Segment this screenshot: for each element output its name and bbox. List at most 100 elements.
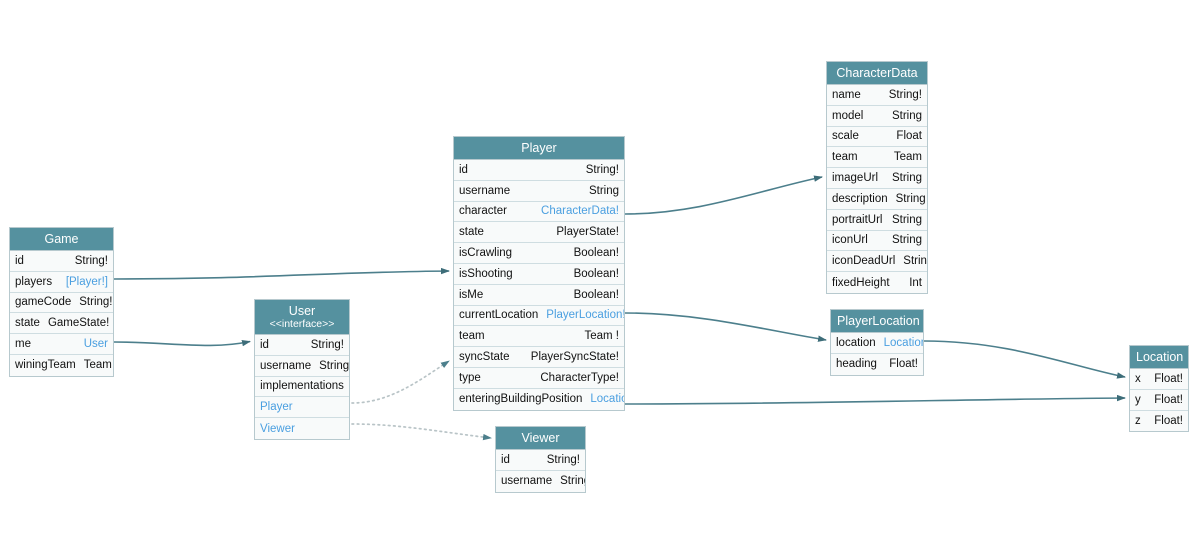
field-name: winingTeam (15, 359, 76, 372)
entity-header-characterdata: CharacterData (827, 62, 927, 85)
field-type: String (895, 192, 926, 205)
entity-header-location: Location (1130, 346, 1188, 369)
field-type: Float! (1154, 393, 1183, 406)
field-row[interactable]: implementations (255, 376, 349, 398)
field-row[interactable]: syncState PlayerSyncState! (454, 347, 624, 368)
entity-header-player: Player (454, 137, 624, 160)
entity-playerlocation[interactable]: PlayerLocationlocationLocation!headingFl… (830, 309, 924, 376)
entity-header-game: Game (10, 228, 113, 251)
field-name: y (1135, 393, 1141, 406)
field-name: location (836, 336, 876, 349)
edge-player-enteringbuildingposition-location (624, 394, 1126, 405)
entity-stereotype: <<interface>> (269, 318, 335, 330)
field-name: username (260, 359, 312, 372)
field-type: Boolean! (573, 247, 619, 260)
field-type: Team ! (584, 330, 619, 343)
field-type: Team (893, 151, 922, 164)
field-name: id (260, 338, 269, 351)
field-name: gameCode (15, 296, 72, 309)
field-name: name (832, 88, 861, 101)
field-name: iconUrl (832, 234, 868, 247)
field-name: description (832, 192, 888, 205)
field-type: Location (590, 393, 624, 406)
field-name: syncState (459, 351, 510, 364)
field-row[interactable]: description String (827, 188, 927, 210)
field-type: String! (546, 453, 580, 466)
field-name: id (15, 254, 24, 267)
field-name: Viewer (260, 422, 295, 435)
field-type: Float! (1154, 414, 1183, 427)
field-name: imageUrl (832, 172, 879, 185)
field-name: isCrawling (459, 247, 513, 260)
field-type: Location! (883, 336, 923, 349)
entity-title: User (288, 304, 316, 318)
field-row[interactable]: username String (255, 355, 349, 377)
field-type: Team (83, 359, 112, 372)
field-type: String! (310, 338, 344, 351)
field-name: me (15, 338, 31, 351)
field-row[interactable]: winingTeam Team (10, 354, 113, 376)
field-name: isMe (459, 288, 484, 301)
entity-user[interactable]: User<<interface>>id String! username String… (254, 299, 350, 440)
field-name: username (459, 184, 511, 197)
field-row[interactable]: y Float! (1130, 389, 1188, 411)
field-type: String (319, 359, 349, 372)
edge-playerlocation-location-location (923, 340, 1126, 379)
field-name: team (459, 330, 485, 343)
entity-title: Location (1136, 350, 1184, 364)
field-type: String (891, 213, 922, 226)
field-type: String (891, 234, 922, 247)
field-row[interactable]: id String! (255, 335, 349, 356)
field-name: id (501, 453, 510, 466)
field-type: String! (74, 254, 108, 267)
field-row[interactable]: location Location! (831, 333, 923, 354)
field-name: heading (836, 358, 877, 371)
field-type: PlayerSyncState! (530, 351, 619, 364)
field-row[interactable]: players [Player!] (10, 271, 113, 293)
field-row[interactable]: Viewer (255, 418, 349, 439)
field-row[interactable]: id String! (10, 251, 113, 272)
field-row[interactable]: iconUrl String (827, 230, 927, 252)
field-row[interactable]: Player (255, 397, 349, 419)
field-type: GameState! (47, 317, 110, 330)
field-type: String (891, 109, 922, 122)
field-name: players (15, 275, 53, 288)
field-row[interactable]: team Team ! (454, 326, 624, 348)
field-name: state (459, 226, 484, 239)
field-row[interactable]: enteringBuildingPositionLocation (454, 388, 624, 410)
field-type: [Player!] (65, 275, 108, 288)
field-row[interactable]: isCrawling Boolean! (454, 243, 624, 264)
field-name: scale (832, 130, 859, 143)
field-row[interactable]: iconDeadUrlString (827, 251, 927, 273)
field-name: username (501, 475, 553, 488)
field-row[interactable]: id String! (496, 450, 585, 471)
